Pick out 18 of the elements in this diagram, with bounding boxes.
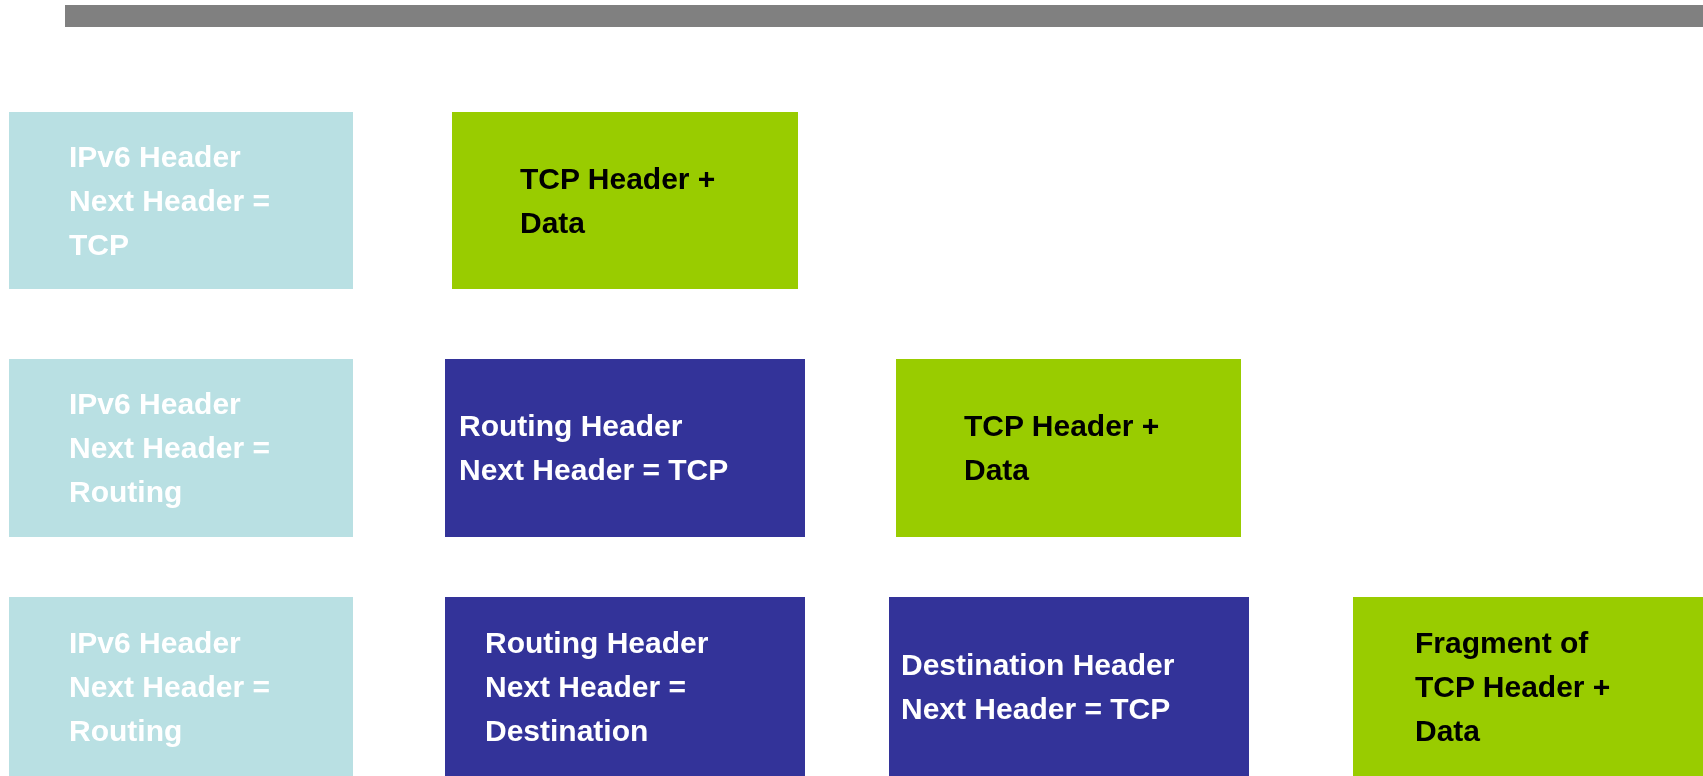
box-label: TCP Header + Data — [520, 160, 717, 241]
ipv6-header-box — [9, 112, 353, 289]
extension-header-box — [445, 359, 805, 537]
box-label: Routing Header Next Header = Destination — [485, 624, 710, 749]
ipv6-header-box — [9, 597, 353, 776]
box-label: IPv6 Header Next Header = Routing — [69, 624, 271, 749]
data-box — [1353, 597, 1703, 776]
extension-header-box — [445, 597, 805, 776]
box-label: Destination Header Next Header = TCP — [901, 646, 1176, 727]
box-label: IPv6 Header Next Header = Routing — [69, 386, 271, 510]
box-label: TCP Header + Data — [964, 408, 1161, 488]
box-label: IPv6 Header Next Header = TCP — [69, 138, 271, 263]
data-box — [896, 359, 1241, 537]
ipv6-header-box — [9, 359, 353, 537]
box-label: Fragment of TCP Header + Data — [1415, 624, 1612, 749]
box-label: Routing Header Next Header = TCP — [459, 408, 730, 488]
extension-header-box — [889, 597, 1249, 776]
data-box — [452, 112, 798, 289]
